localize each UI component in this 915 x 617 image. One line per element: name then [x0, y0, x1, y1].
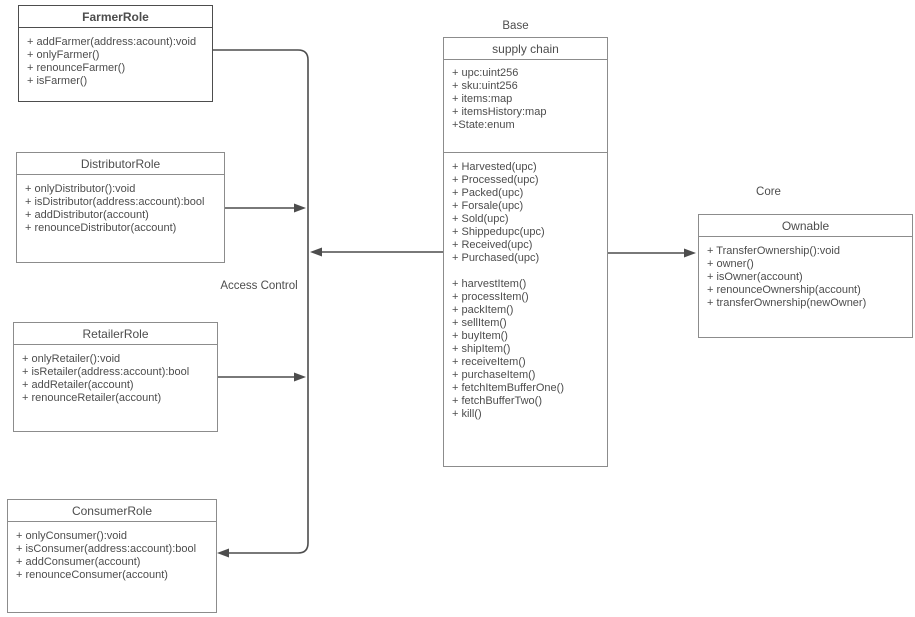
class-box-supply-chain: supply chain + upc:uint256+ sku:uint256+… [443, 37, 608, 467]
arrowhead-to-ownable [684, 248, 696, 258]
group-label-core: Core [756, 186, 781, 198]
member-line: + sku:uint256 [452, 80, 518, 92]
member-line: + harvestItem() [452, 278, 527, 290]
member-line [452, 265, 599, 278]
member-line: + receiveItem() [452, 356, 526, 368]
member-line: + Forsale(upc) [452, 200, 524, 212]
member-line: + purchaseItem() [452, 369, 536, 381]
member-line: + renounceFarmer() [27, 62, 126, 74]
class-methods-retailer-role: + onlyRetailer():void+ isRetailer(addres… [14, 345, 217, 409]
class-methods-consumer-role: + onlyConsumer():void+ isConsumer(addres… [8, 522, 216, 586]
member-line: + isRetailer(address:account):bool [22, 366, 190, 378]
member-line: + Processed(upc) [452, 174, 539, 186]
member-line: +State:enum [452, 119, 515, 131]
member-line: + renounceRetailer(account) [22, 392, 162, 404]
class-title-retailer-role: RetailerRole [14, 323, 217, 345]
class-box-ownable: Ownable + TransferOwnership():void+ owne… [698, 214, 913, 338]
member-line: + renounceDistributor(account) [25, 222, 177, 234]
member-line: + fetchItemBufferOne() [452, 382, 564, 394]
member-line: + sellItem() [452, 317, 507, 329]
member-line: + upc:uint256 [452, 67, 519, 79]
member-line: + Sold(upc) [452, 213, 509, 225]
class-title-supply-chain: supply chain [444, 38, 607, 60]
arrowhead-distributor-to-spine [294, 203, 306, 213]
class-methods-supply-chain: + Harvested(upc)+ Processed(upc)+ Packed… [444, 153, 607, 425]
class-title-farmer-role: FarmerRole [19, 6, 212, 28]
class-title-distributor-role: DistributorRole [17, 153, 224, 175]
member-line: + addRetailer(account) [22, 379, 134, 391]
member-line: + kill() [452, 408, 482, 420]
member-line: + addDistributor(account) [25, 209, 149, 221]
member-line: + Packed(upc) [452, 187, 524, 199]
group-label-access-control: Access Control [220, 280, 298, 292]
member-line: + onlyConsumer():void [16, 530, 127, 542]
member-line: + itemsHistory:map [452, 106, 547, 118]
member-line: + renounceOwnership(account) [707, 284, 861, 296]
member-line: + onlyRetailer():void [22, 353, 121, 365]
class-methods-ownable: + TransferOwnership():void+ owner()+ isO… [699, 237, 912, 314]
member-line: + processItem() [452, 291, 529, 303]
member-line: + items:map [452, 93, 513, 105]
member-line: + transferOwnership(newOwner) [707, 297, 867, 309]
class-title-consumer-role: ConsumerRole [8, 500, 216, 522]
member-line: + addFarmer(address:acount):void [27, 36, 197, 48]
arrowhead-retailer-to-spine [294, 372, 306, 382]
member-line: + isOwner(account) [707, 271, 803, 283]
member-line: + Shippedupc(upc) [452, 226, 545, 238]
member-line: + Harvested(upc) [452, 161, 537, 173]
member-line: + onlyFarmer() [27, 49, 100, 61]
group-label-base: Base [502, 20, 529, 32]
member-line: + Purchased(upc) [452, 252, 540, 264]
member-line: + fetchBufferTwo() [452, 395, 542, 407]
member-line: + owner() [707, 258, 754, 270]
class-attributes-supply-chain: + upc:uint256+ sku:uint256+ items:map+ i… [444, 60, 607, 153]
class-box-consumer-role: ConsumerRole + onlyConsumer():void+ isCo… [7, 499, 217, 613]
member-line: + addConsumer(account) [16, 556, 141, 568]
arrowhead-supplychain-to-spine [310, 247, 322, 257]
member-line: + onlyDistributor():void [25, 183, 136, 195]
member-line: + Received(upc) [452, 239, 533, 251]
member-line: + TransferOwnership():void [707, 245, 840, 257]
class-methods-distributor-role: + onlyDistributor():void+ isDistributor(… [17, 175, 224, 239]
member-line: + buyItem() [452, 330, 508, 342]
class-box-retailer-role: RetailerRole + onlyRetailer():void+ isRe… [13, 322, 218, 432]
member-line: + shipItem() [452, 343, 511, 355]
connector-farmer-spine-consumer [213, 49, 309, 554]
member-line: + isDistributor(address:account):bool [25, 196, 205, 208]
arrowhead-to-consumer [217, 548, 229, 558]
class-title-ownable: Ownable [699, 215, 912, 237]
class-box-distributor-role: DistributorRole + onlyDistributor():void… [16, 152, 225, 263]
class-box-farmer-role: FarmerRole + addFarmer(address:acount):v… [18, 5, 213, 102]
member-line: + renounceConsumer(account) [16, 569, 168, 581]
member-line: + isConsumer(address:account):bool [16, 543, 197, 555]
member-line: + isFarmer() [27, 75, 88, 87]
class-methods-farmer-role: + addFarmer(address:acount):void+ onlyFa… [19, 28, 212, 92]
member-line: + packItem() [452, 304, 514, 316]
